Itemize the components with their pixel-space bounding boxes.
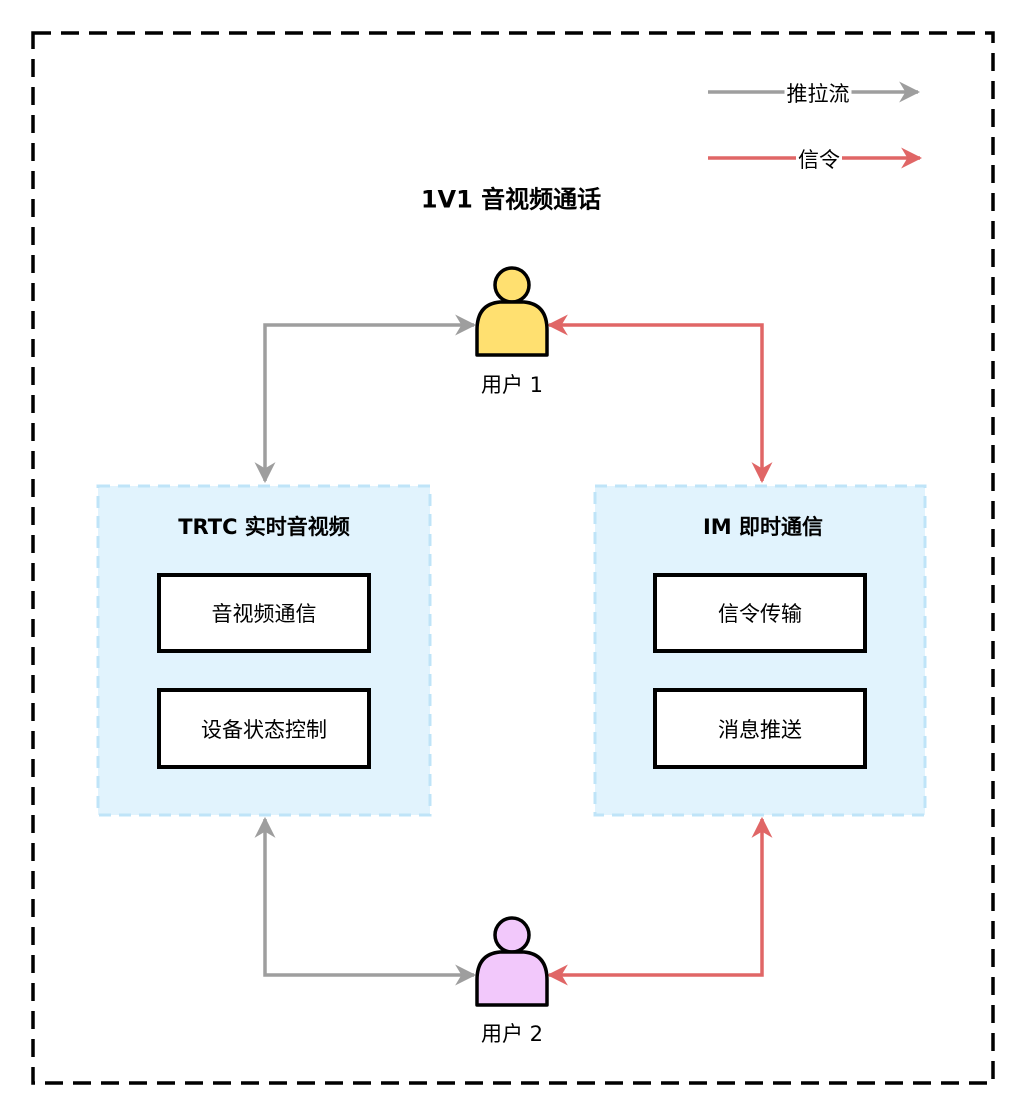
user-1-label: 用户 1 <box>480 373 544 397</box>
trtc-item-av-communication: 音视频通信 <box>157 573 371 653</box>
signal-connector-user1 <box>546 314 773 484</box>
signal-connector-user2 <box>546 816 773 986</box>
trtc-item-device-control: 设备状态控制 <box>157 688 371 769</box>
im-item-signal-transmission: 信令传输 <box>653 573 867 653</box>
im-item-message-push: 消息推送 <box>653 688 867 769</box>
trtc-item-label: 音视频通信 <box>211 602 317 626</box>
user-2-icon <box>475 916 549 1007</box>
im-item-label: 消息推送 <box>718 717 802 742</box>
im-group-title: IM 即时通信 <box>702 515 824 539</box>
im-item-label: 信令传输 <box>718 602 802 626</box>
legend-stream-label: 推拉流 <box>784 78 852 108</box>
trtc-group-title: TRTC 实时音视频 <box>178 515 350 539</box>
diagram-title: 1V1 音视频通话 <box>420 185 602 214</box>
trtc-item-label: 设备状态控制 <box>201 717 327 742</box>
stream-connector-user2 <box>254 816 477 986</box>
outer-frame <box>31 31 995 1085</box>
legend-signal-label: 信令 <box>796 144 842 174</box>
stream-connector-user1 <box>254 314 477 484</box>
user-2-label: 用户 2 <box>480 1022 544 1046</box>
user-1-icon <box>475 266 549 357</box>
